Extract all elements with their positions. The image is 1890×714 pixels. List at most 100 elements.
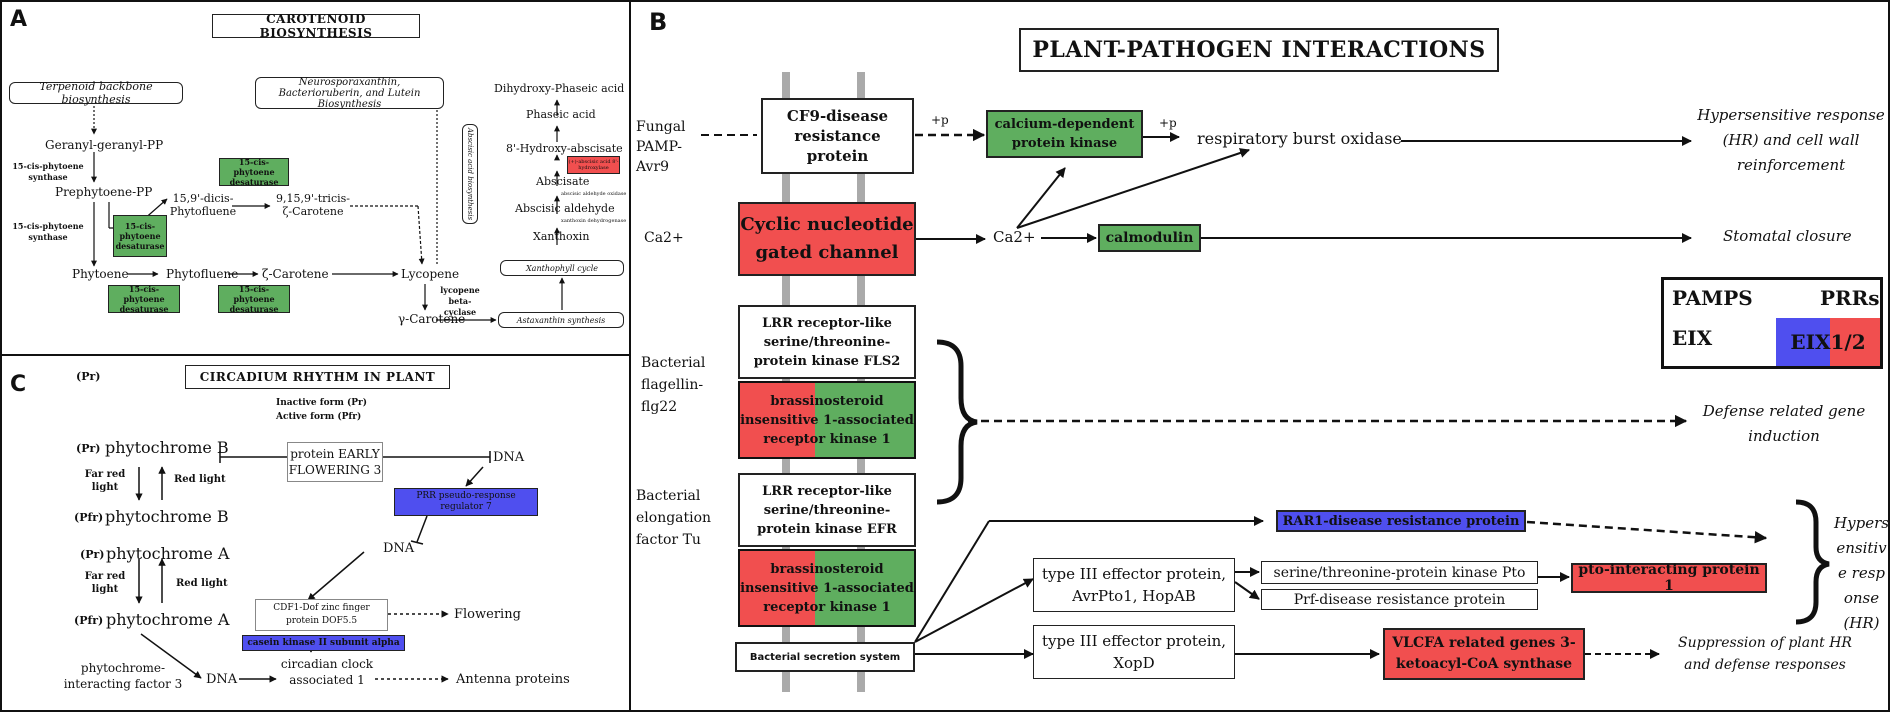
cf9-box: CF9-disease resistance protein [761, 98, 914, 174]
panel-a: A CAROTENOID BIOSYNTHESIS [0, 0, 631, 356]
cng-box: Cyclic nucleotide gated channel [738, 202, 916, 276]
panel-b-letter: B [649, 8, 668, 36]
dna-label-1: DNA [493, 450, 525, 465]
hr-label: Hypersensitive response (HR) and cell wa… [1697, 106, 1885, 174]
pr-label: (Pr) [76, 370, 101, 383]
cca1-label: circadian clock associated 1 [280, 657, 374, 687]
cdf1-box: CDF1-Dof zinc finger protein DOF5.5 [255, 599, 388, 631]
ck2-box: casein kinase II subunit alpha [242, 635, 405, 651]
zeta-label: ζ-Carotene [262, 267, 329, 281]
beta-cyclase-label: lycopene beta-cyclase [440, 285, 480, 317]
legend-eix12-label: EIX1/2 [1790, 330, 1866, 354]
xanthoxin-label: Xanthoxin [533, 230, 590, 243]
phaseic-label: Phaseic acid [526, 108, 596, 121]
dna-label-2: DNA [383, 541, 415, 556]
phyA2-label: phytochrome A [106, 610, 230, 629]
red-label-1: Red light [174, 474, 226, 485]
abscisate-label: Abscisate [536, 175, 590, 188]
bri1-box-b: brassinosteroid insensitive 1-associated… [738, 549, 916, 627]
far-red-label-2: Far red light [84, 571, 126, 595]
synthase2-label: 15-cis-phytoene synthase [12, 221, 84, 242]
legend-box: PAMPS PRRs EIX EIX1/2 [1661, 277, 1883, 369]
dna-label-3: DNA [206, 672, 238, 687]
tricis-label: 9,15,9'-tricis-ζ-Carotene [276, 192, 350, 218]
desaturase-box-3: 15-cis-phytoene desaturase [108, 284, 180, 314]
hydroxy-abs-label: 8'-Hydroxy-abscisate [506, 142, 623, 155]
secretion-box: Bacterial secretion system [735, 642, 915, 672]
panel-c-arrows [135, 451, 491, 683]
terpenoid-node: Terpenoid backbone biosynthesis [9, 80, 183, 106]
defense-label: Defense related gene induction [1702, 402, 1866, 445]
desaturase-box-4: 15-cis-phytoene desaturase [218, 284, 290, 314]
dicis-label: 15,9'-dicis-Phytofluene [169, 192, 237, 218]
t3-avr-box: type III effector protein, AvrPto1, HopA… [1033, 558, 1235, 612]
aba-biosynthesis-box: Abscisic acid biosynthesis [462, 124, 478, 224]
pto-int-box: pto-interacting protein 1 [1571, 562, 1767, 594]
hydroxylase-box: (+)-abscisic acid 8'-hydroxylase [567, 156, 620, 174]
bact-elong-label: Bacterial elongation factor Tu [636, 488, 712, 548]
legend-eix: EIX [1672, 326, 1713, 350]
phyB2-label: phytochrome B [105, 507, 229, 526]
phytoene-label: Phytoene [72, 267, 129, 281]
cdpk-box: calcium-dependent protein kinase [986, 110, 1143, 158]
prephytoene-label: Prephytoene-PP [55, 185, 153, 199]
flowering-label: Flowering [454, 607, 521, 622]
desaturase-box-2: 15-cis-phytoene desaturase [113, 215, 167, 257]
legend-prrs: PRRs [1820, 286, 1880, 310]
panel-c-title: CIRCADIUM RHYTHM IN PLANT [185, 365, 450, 389]
panel-a-title: CAROTENOID BIOSYNTHESIS [212, 12, 420, 40]
panel-b-arrows [701, 128, 1830, 659]
bri1-box-a: brassinosteroid insensitive 1-associated… [738, 381, 916, 459]
pr-tag-1: (Pr) [76, 442, 101, 455]
abs-ald-label: Abscisic aldehyde [515, 202, 615, 215]
ggpp-label: Geranyl-geranyl-PP [45, 138, 164, 152]
antenna-label: Antenna proteins [456, 672, 570, 687]
brace-right [1795, 499, 1830, 625]
suppress-label: Suppression of plant HR and defense resp… [1678, 635, 1852, 673]
panel-a-letter: A [10, 7, 28, 32]
phyA1-label: phytochrome A [106, 544, 230, 563]
aba-biosynthesis-label: Abscisic acid biosynthesis [466, 127, 474, 221]
fls2-box: LRR receptor-like serine/threonine-prote… [738, 305, 916, 379]
bri1-label-b: brassinosteroid insensitive 1-associated… [740, 561, 914, 615]
neuro-node: Neurosporaxanthin, Bacterioruberin, and … [255, 77, 444, 110]
astax-node: Astaxanthin synthesis [498, 312, 624, 328]
rar1-box: RAR1-disease resistance protein [1276, 510, 1526, 532]
t3-xop-box: type III effector protein, XopD [1033, 625, 1235, 679]
efr-box: LRR receptor-like serine/threonine-prote… [738, 473, 916, 547]
panel-b-title: PLANT-PATHOGEN INTERACTIONS [1019, 28, 1499, 72]
red-label-2: Red light [176, 578, 228, 589]
xanthcycle-node: Xanthophyll cycle [500, 260, 624, 276]
bri1-label-a: brassinosteroid insensitive 1-associated… [740, 393, 914, 447]
panel-b: B PLANT-PATHOGEN INTERACTIONS [629, 0, 1890, 712]
inactive-label: Inactive form (Pr) [276, 398, 368, 408]
dihydroxy-label: Dihydroxy-Phaseic acid [494, 82, 625, 95]
active-label: Active form (Pfr) [276, 412, 362, 422]
stomatal-label: Stomatal closure [1723, 227, 1852, 245]
rbo-label: respiratory burst oxidase [1197, 129, 1402, 148]
prf-box: Prf-disease resistance protein [1261, 589, 1538, 610]
hyper2-label: Hypersensitive response (HR) [1834, 514, 1889, 632]
panel-c-letter: C [10, 372, 27, 397]
pr-tag-2: (Pr) [80, 548, 105, 561]
phytofluene-label: Phytofluene [166, 267, 239, 281]
calmodulin-box: calmodulin [1098, 224, 1201, 252]
ca-mid-label: Ca2+ [993, 228, 1036, 246]
desaturase-box-1: 15-cis-phytoene desaturase [219, 157, 289, 187]
early-flowering-box: protein EARLY FLOWERING 3 [287, 442, 383, 482]
prr-box: PRR pseudo-response regulator 7 [394, 488, 538, 516]
brace-left [936, 339, 978, 505]
legend-pamps: PAMPS [1672, 286, 1753, 310]
gamma-label: γ-Carotene [398, 312, 466, 326]
plus-p-1: +p [931, 113, 949, 127]
far-red-label-1: Far red light [84, 469, 126, 493]
synthase1-label: 15-cis-phytoene synthase [12, 161, 84, 182]
pfr-tag-2: (Pfr) [74, 614, 104, 627]
abs-ald-ox-label: abscisic aldehyde oxidase [561, 191, 627, 197]
phyB1-label: phytochrome B [105, 438, 229, 457]
xanth-dehyd-label: xanthoxin dehydrogenase [561, 218, 627, 224]
fungal-label: Fungal PAMP-Avr9 [636, 119, 686, 175]
bact-flag-label: Bacterial flagellin-flg22 [641, 355, 706, 415]
pif3-label: phytochrome-interacting factor 3 [63, 661, 183, 691]
pfr-tag-1: (Pfr) [74, 511, 104, 524]
